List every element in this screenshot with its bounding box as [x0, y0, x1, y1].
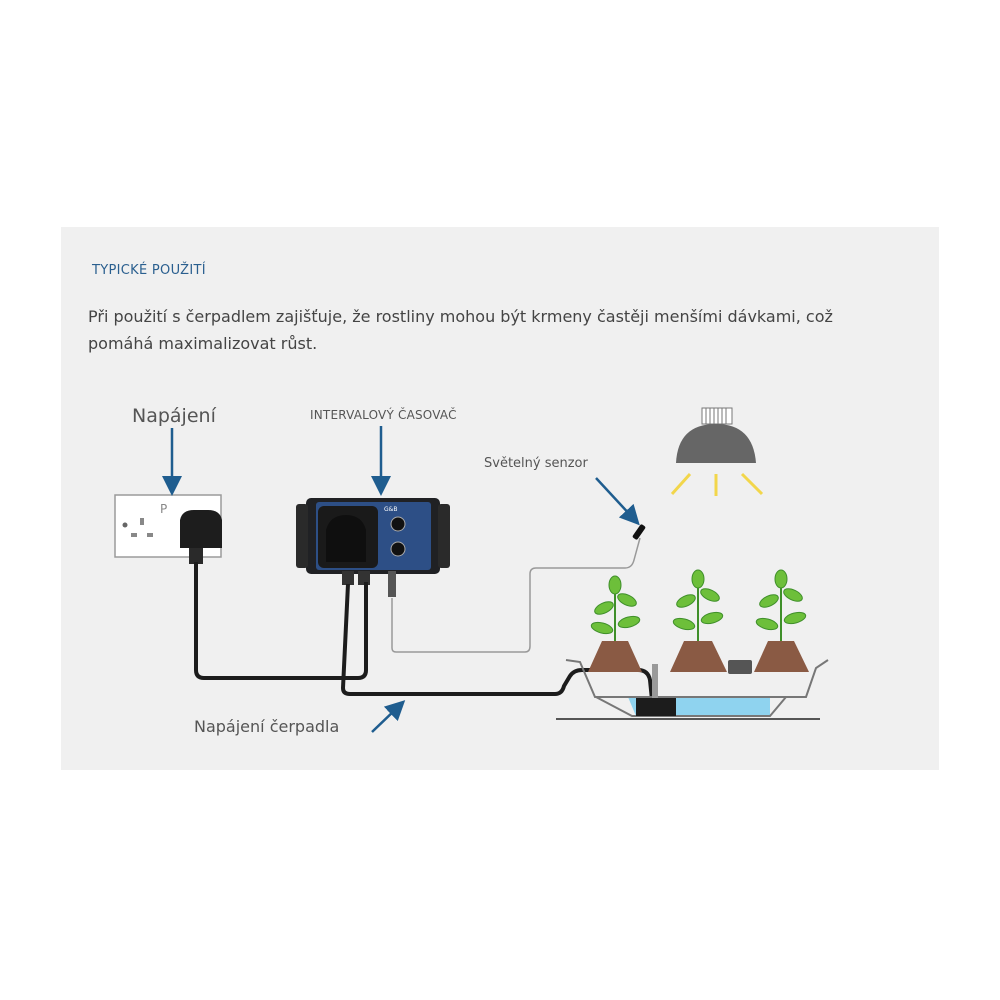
timer-knob-on — [390, 516, 406, 532]
pump-power-cable — [340, 583, 654, 701]
plant-pot-1 — [588, 641, 642, 672]
plant-2-leaves — [672, 569, 724, 641]
plug-icon — [180, 510, 222, 564]
grow-tray — [565, 659, 829, 698]
label-light-sensor: Světelný senzor — [484, 456, 588, 471]
light-sensor-probe — [632, 524, 646, 540]
grow-lamp — [670, 407, 764, 496]
socket-letter: P — [160, 502, 167, 516]
light-ray-left — [670, 472, 692, 496]
pump-power-arrow — [371, 700, 406, 733]
light-ray-right — [740, 472, 764, 496]
grow-system — [556, 569, 829, 720]
plant-1-leaves — [590, 575, 641, 641]
label-interval-timer: INTERVALOVÝ ČASOVAČ — [310, 408, 457, 422]
section-description: Při použití s čerpadlem zajišťuje, že ro… — [88, 307, 833, 353]
plant-3-leaves — [755, 569, 807, 641]
sensor-arrow — [595, 477, 640, 526]
section-heading: TYPICKÉ POUŽITÍ — [92, 263, 206, 278]
mains-cable — [194, 562, 368, 680]
timer-knob-off — [390, 541, 406, 557]
sensor-cable — [391, 537, 641, 653]
brand-logo: G&B — [384, 506, 397, 513]
interval-timer-device: G&B — [296, 498, 450, 597]
label-power: Napájení — [132, 405, 216, 427]
plant-pot-2 — [670, 641, 727, 672]
pump-icon — [636, 698, 676, 716]
label-pump-power: Napájení čerpadla — [194, 717, 340, 736]
plant-pot-3 — [754, 641, 809, 672]
